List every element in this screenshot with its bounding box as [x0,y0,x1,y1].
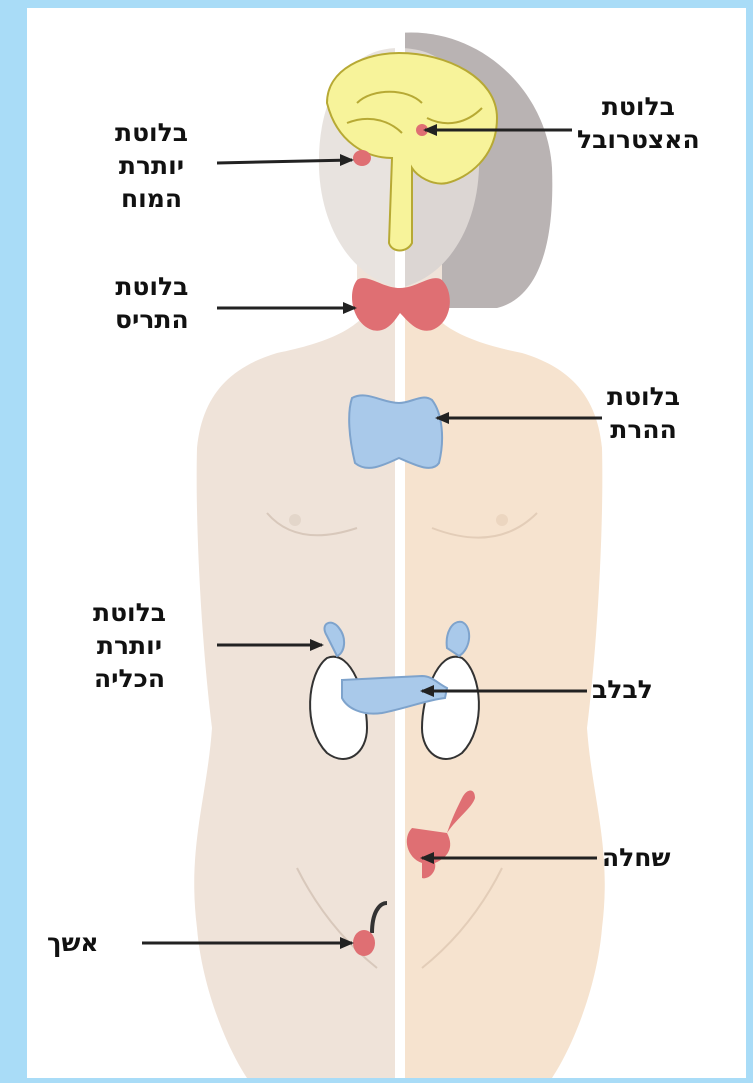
label-thyroid: בלוטת התריס [115,270,189,336]
diagram-panel: בלוטת האצטרובל בלוטת יותרת המוח בלוטת הת… [27,8,746,1078]
pituitary-gland [353,150,371,166]
label-adrenal: בלוטת יותרת הכליה [93,596,166,695]
thymus-gland [349,395,442,468]
label-thymus: בלוטת ההרת [607,380,680,446]
adrenal-right [447,622,470,656]
label-pineal: בלוטת האצטרובל [577,90,700,156]
testis [353,930,375,956]
label-pituitary: בלוטת יותרת המוח [115,116,188,215]
label-pancreas: לבלב [592,673,653,706]
label-ovary: שחלה [602,841,670,874]
label-testis: אשך [47,926,99,959]
